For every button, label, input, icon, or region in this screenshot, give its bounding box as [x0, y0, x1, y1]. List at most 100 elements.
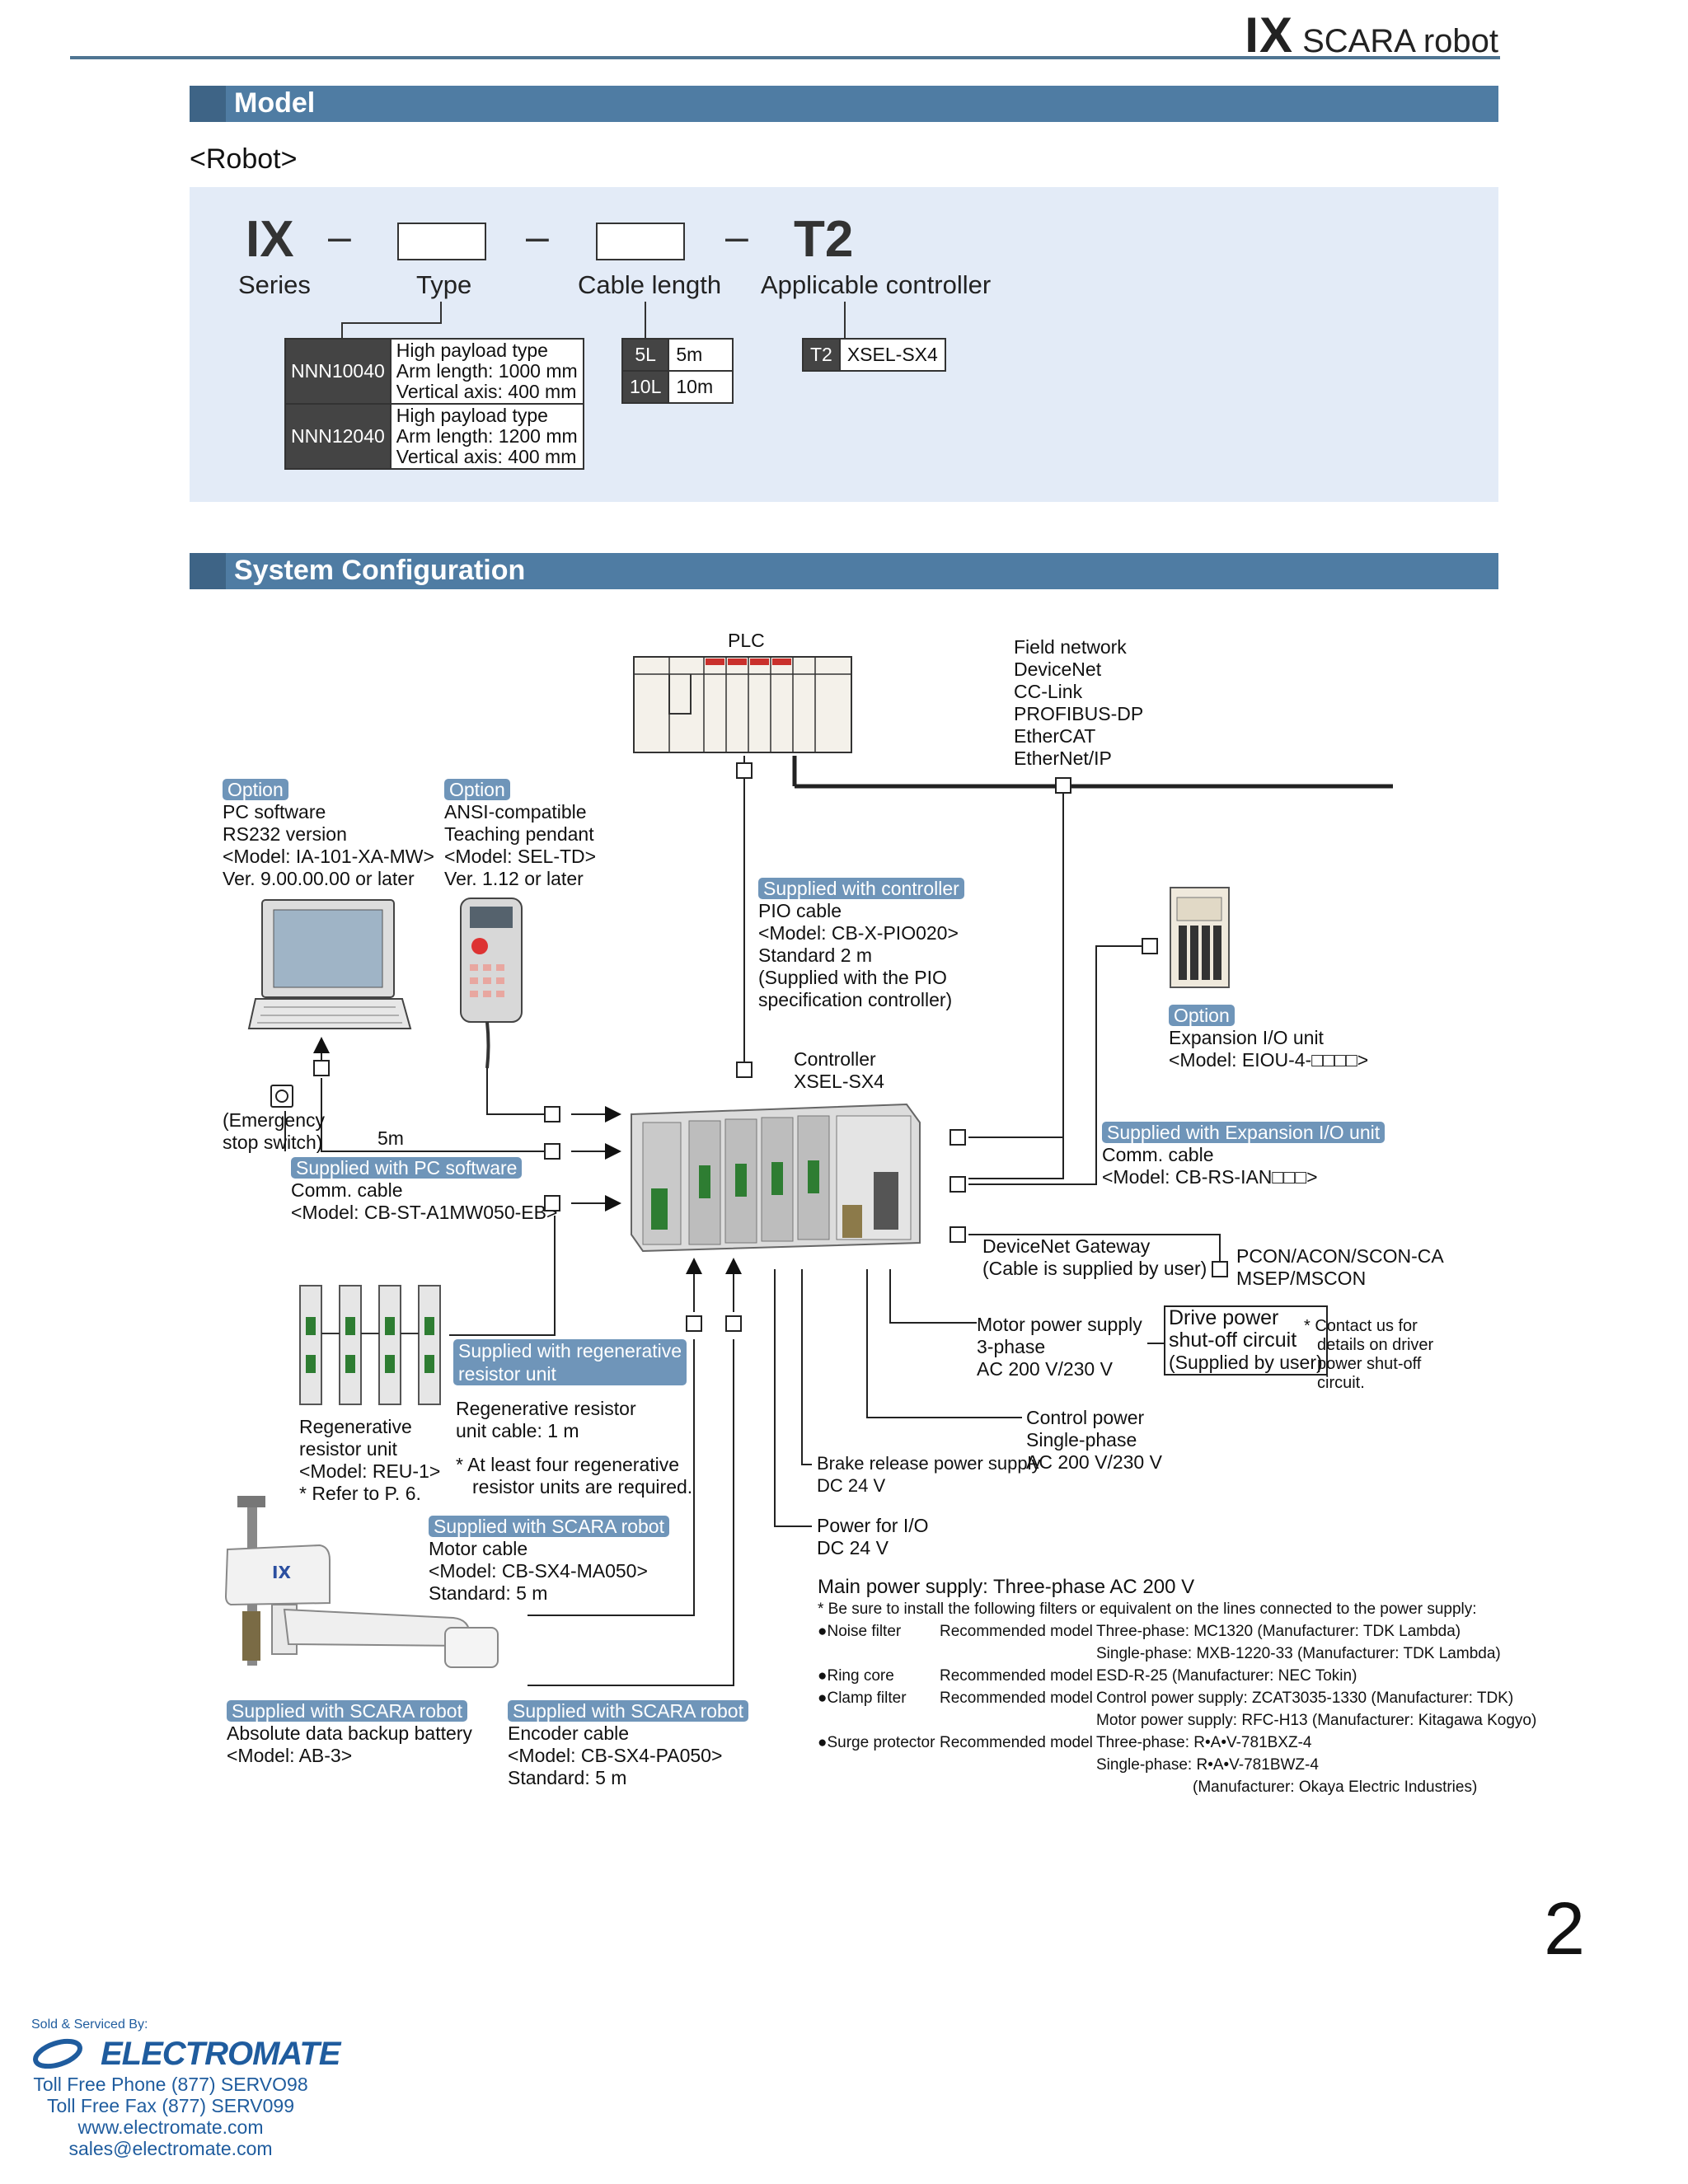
regen-resistor-icon [299, 1285, 441, 1405]
company-name: ELECTROMATE [101, 2036, 340, 2072]
model-heading: Model [234, 87, 316, 119]
pc-connector [313, 1060, 330, 1076]
pio-connector [736, 1062, 753, 1078]
exp-cable-block: Supplied with Expansion I/O unit Comm. c… [1102, 1121, 1386, 1188]
main-power-note: * Be sure to install the following filte… [818, 1601, 1477, 1618]
label-controller: Applicable controller [761, 270, 992, 299]
network-port-connector [950, 1176, 966, 1193]
expansion-block: Option Expansion I/O unit <Model: EIOU-4… [1169, 1005, 1369, 1071]
label-type: Type [416, 270, 472, 299]
fax-text: Toll Free Fax (877) SERV099 [47, 2095, 294, 2116]
gateway-label: DeviceNet Gateway(Cable is supplied by u… [982, 1235, 1207, 1279]
footer-contact: Sold & Serviced By: ELECTROMATE Toll Fre… [18, 2018, 348, 2159]
laptop-icon [247, 899, 412, 1029]
supplied-tag: Supplied with controller [758, 878, 964, 899]
field-network: Field network DeviceNet CC-Link PROFIBUS… [1014, 636, 1144, 769]
dash-2: – [526, 213, 549, 260]
option-tag: Option [1169, 1005, 1235, 1026]
dash-1: – [328, 213, 351, 260]
battery-block: Supplied with SCARA robot Absolute data … [227, 1700, 472, 1766]
pendant-block: Option ANSI-compatible Teaching pendant … [444, 779, 597, 889]
electromate-logo-icon [33, 2038, 82, 2069]
motor-cable-connector [686, 1315, 702, 1332]
label-cable: Cable length [578, 270, 722, 299]
contact-lines: Toll Free Phone (877) SERVO98 Toll Free … [18, 2074, 323, 2159]
series-code: IX [246, 211, 294, 268]
svg-text:IX: IX [272, 1563, 291, 1582]
gateway-connector [950, 1226, 966, 1243]
type-code: NNN10040 [284, 338, 392, 405]
main-power-title: Main power supply: Three-phase AC 200 V [818, 1576, 1195, 1598]
plc-label: PLC [728, 630, 765, 651]
supplied-tag: Supplied with SCARA robot [429, 1516, 669, 1537]
encoder-cable-block: Supplied with SCARA robot Encoder cable … [508, 1699, 748, 1789]
web-link[interactable]: www.electromate.com [77, 2116, 264, 2138]
model-heading-bar: Model [190, 86, 1498, 122]
sold-by: Sold & Serviced By: [31, 2018, 148, 2032]
pio-cable-block: Supplied with controller PIO cable <Mode… [758, 877, 964, 1011]
exp-cable-connector [950, 1129, 966, 1146]
type-slot [397, 223, 486, 260]
system-heading-bar: System Configuration [190, 553, 1498, 589]
cable-length-label: 5m [377, 1127, 404, 1149]
emergency-switch-icon [270, 1085, 293, 1108]
regen-connector [544, 1195, 560, 1212]
supplied-tag: Supplied with Expansion I/O unit [1102, 1122, 1386, 1143]
expansion-connector [1142, 938, 1158, 954]
pc-software-block: Option PC software RS232 version <Model:… [223, 779, 434, 889]
page-number: 2 [1543, 1888, 1585, 1971]
option-tag: Option [223, 779, 288, 800]
gateway-target-connector [1212, 1261, 1228, 1277]
encoder-cable-connector [725, 1315, 742, 1332]
plc-connector [736, 762, 753, 779]
scara-robot-icon: IX [224, 1496, 499, 1668]
teaching-pendant-icon [460, 898, 523, 1069]
controller-code: T2 [794, 211, 854, 268]
type-code: NNN12040 [284, 403, 392, 470]
supplied-tag: Supplied with PC software [291, 1157, 523, 1179]
controller-icon [631, 1103, 921, 1253]
pendant-connector [544, 1106, 560, 1122]
supplied-tag: Supplied with SCARA robot [508, 1700, 748, 1722]
motor-cable-block: Supplied with SCARA robot Motor cable <M… [429, 1515, 669, 1605]
expansion-io-icon [1170, 887, 1230, 988]
label-series: Series [238, 270, 311, 299]
supplied-tag: Supplied with SCARA robot [227, 1700, 467, 1722]
cable-slot [596, 223, 685, 260]
dash-3: – [725, 213, 748, 260]
robot-subheading: <Robot> [190, 143, 298, 175]
filter-list: ●Noise filter Recommended model Three-ph… [818, 1623, 1537, 1796]
phone-link[interactable]: Toll Free Phone (877) SERVO98 [33, 2074, 308, 2095]
email-link[interactable]: sales@electromate.com [68, 2138, 273, 2159]
model-connectors [341, 302, 846, 340]
pc-cable-block: Supplied with PC software Comm. cable <M… [291, 1157, 558, 1223]
option-tag: Option [444, 779, 510, 800]
company-logo: ELECTROMATE [18, 2032, 348, 2074]
main-power-block: Main power supply: Three-phase AC 200 V … [818, 1576, 1537, 1810]
system-heading: System Configuration [234, 555, 526, 586]
drive-circuit-box: Drive power shut-off circuit (Supplied b… [1164, 1305, 1328, 1376]
network-connector [1055, 777, 1071, 794]
pc-cable-connector [544, 1143, 560, 1160]
